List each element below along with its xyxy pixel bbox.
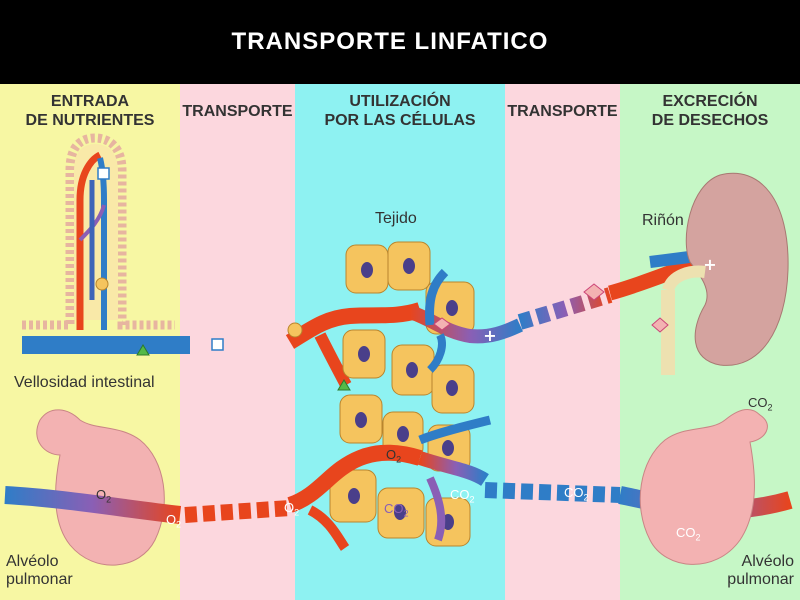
o2-label: O2 bbox=[96, 487, 112, 505]
intestinal-villus-label: Vellosidad intestinal bbox=[14, 374, 155, 391]
co2-label: CO2 bbox=[384, 501, 409, 519]
label-line: Alvéolo bbox=[6, 553, 59, 570]
header-line: DE DESECHOS bbox=[651, 112, 769, 129]
cell bbox=[391, 344, 435, 396]
label-line: pulmonar bbox=[727, 571, 794, 588]
band-transport-right bbox=[505, 84, 620, 600]
header-transport-right: TRANSPORTE bbox=[505, 102, 620, 121]
alveolus-left-label: Alvéolo pulmonar bbox=[6, 553, 73, 589]
waste-plus-icon: + bbox=[703, 255, 716, 274]
tissue-capillaries-upper: + bbox=[407, 268, 523, 373]
intestinal-villus bbox=[22, 133, 175, 330]
label-line: pulmonar bbox=[6, 571, 73, 588]
nutrient-square-icon bbox=[211, 338, 224, 351]
kidney: + bbox=[651, 172, 789, 375]
kidney-label: Riñón bbox=[642, 212, 684, 229]
upper-lymph-vessel-right bbox=[517, 249, 706, 330]
header-cell-utilization: UTILIZACIÓN POR LAS CÉLULAS bbox=[295, 92, 505, 130]
alveolus-right bbox=[639, 409, 768, 565]
cell bbox=[345, 244, 389, 294]
header-line: UTILIZACIÓN bbox=[349, 93, 451, 110]
tissue-label: Tejido bbox=[375, 210, 417, 227]
cell bbox=[329, 469, 377, 523]
o2-label: O2 bbox=[284, 500, 300, 518]
header-line: TRANSPORTE bbox=[182, 103, 293, 120]
header-line: ENTRADA bbox=[50, 93, 130, 110]
alveolus-right-label: Alvéolo pulmonar bbox=[727, 553, 794, 589]
header-line: POR LAS CÉLULAS bbox=[324, 112, 476, 129]
co2-label: CO2 bbox=[676, 525, 701, 543]
label-line: Alvéolo bbox=[741, 553, 794, 570]
cell bbox=[342, 329, 386, 379]
co2-label: CO2 bbox=[564, 485, 589, 503]
cell bbox=[377, 487, 425, 539]
cell bbox=[431, 364, 475, 414]
cell bbox=[387, 241, 431, 291]
nutrient-circle-icon bbox=[287, 322, 303, 338]
nutrient-triangle-icon bbox=[337, 379, 351, 391]
waste-diamond-icon bbox=[583, 283, 605, 301]
header-waste-excretion: EXCRECIÓN DE DESECHOS bbox=[620, 92, 800, 130]
cell bbox=[339, 394, 383, 444]
alveolus-left bbox=[36, 409, 165, 566]
header-line: DE NUTRIENTES bbox=[25, 112, 155, 129]
nutrient-circle-icon bbox=[95, 277, 109, 291]
header-line: EXCRECIÓN bbox=[662, 93, 758, 110]
header-nutrient-entry: ENTRADA DE NUTRIENTES bbox=[0, 92, 180, 130]
waste-plus-icon: + bbox=[483, 326, 496, 345]
co2-label: CO2 bbox=[450, 487, 475, 505]
header-transport-left: TRANSPORTE bbox=[180, 102, 295, 121]
waste-diamond-icon bbox=[433, 317, 451, 331]
o2-label: O2 bbox=[386, 447, 402, 465]
upper-lymph-vessel-left bbox=[22, 302, 423, 391]
waste-diamond-icon bbox=[651, 317, 669, 333]
o2-label: O2 bbox=[166, 512, 182, 530]
page-title: TRANSPORTE LINFATICO bbox=[231, 28, 549, 55]
header-line: TRANSPORTE bbox=[507, 103, 618, 120]
nutrient-square-icon bbox=[97, 167, 110, 180]
co2-label: CO2 bbox=[748, 395, 773, 413]
nutrient-triangle-icon bbox=[136, 344, 150, 356]
